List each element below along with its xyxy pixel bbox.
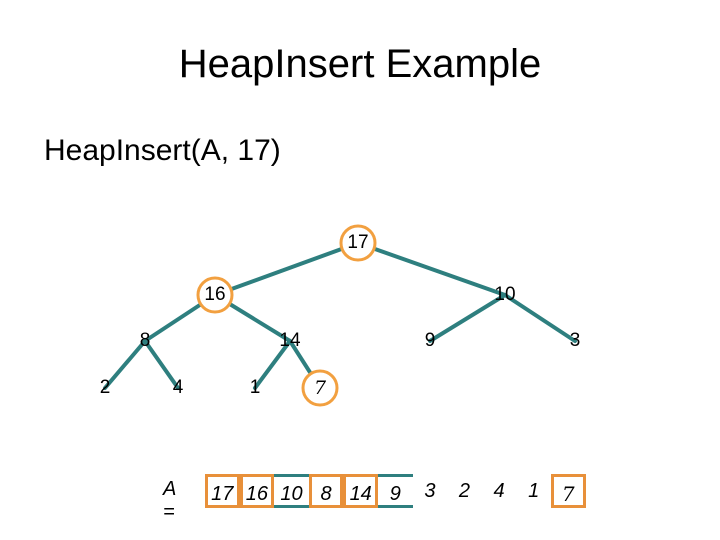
array-cell-1: 16 <box>239 474 275 508</box>
tree-node-7: 2 <box>99 377 111 398</box>
array-cell-4: 14 <box>343 474 378 508</box>
node-highlight-circle <box>339 224 377 262</box>
tree-node-8: 4 <box>172 377 184 398</box>
tree-node-10: 7 <box>313 377 327 399</box>
array-cell-2: 10 <box>274 474 309 508</box>
tree-node-5: 9 <box>424 330 436 351</box>
tree-edge <box>143 339 180 390</box>
tree-edge <box>428 293 507 343</box>
node-highlight-circle <box>196 276 234 314</box>
tree-edge <box>503 293 577 343</box>
node-highlight-circle <box>301 369 339 407</box>
array-cell-8: 4 <box>493 480 505 502</box>
tree-edge <box>103 339 147 390</box>
tree-node-3: 8 <box>139 330 151 351</box>
tree-node-4: 14 <box>279 330 301 351</box>
heap-insert-call: HeapInsert(A, 17) <box>44 134 281 167</box>
array-cell-10: 7 <box>551 474 586 508</box>
tree-node-9: 1 <box>249 377 261 398</box>
page-title: HeapInsert Example <box>178 42 542 86</box>
tree-node-0: 17 <box>347 232 369 253</box>
array-prefix: A = <box>163 478 176 523</box>
tree-node-2: 10 <box>494 284 516 305</box>
array-cell-7: 2 <box>458 480 471 502</box>
tree-node-1: 16 <box>204 284 226 305</box>
array-cell-0: 17 <box>205 474 240 508</box>
array-cell-9: 1 <box>528 480 540 502</box>
array-cell-3: 8 <box>308 474 344 508</box>
tree-edge <box>253 339 292 390</box>
array-cell-6: 3 <box>424 480 436 502</box>
tree-edge <box>213 241 360 297</box>
tree-node-6: 3 <box>569 330 581 351</box>
array-cell-5: 9 <box>378 474 413 508</box>
tree-edge <box>356 241 507 297</box>
